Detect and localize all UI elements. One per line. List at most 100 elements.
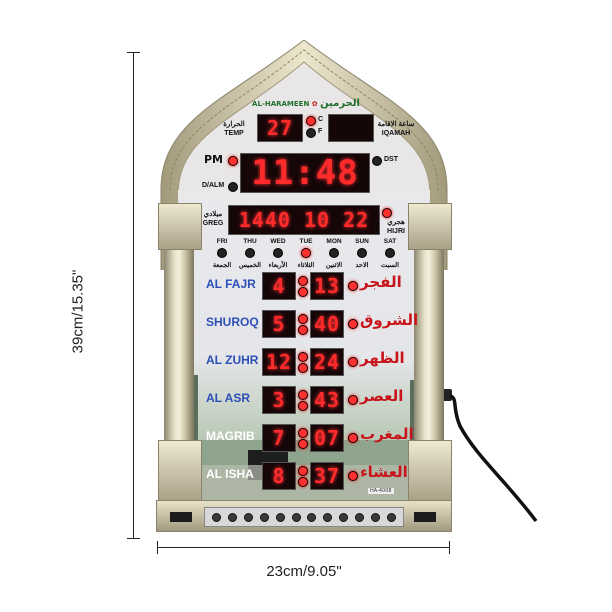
clock-body: AL-HARAMEEN ✿ الحرمين الحرارة TEMP 27 C … bbox=[156, 40, 452, 532]
iqamah-display bbox=[328, 114, 374, 142]
control-button[interactable] bbox=[228, 512, 238, 522]
colon-dot bbox=[298, 401, 308, 411]
prayer-minute: 43 bbox=[310, 386, 344, 414]
prayer-alarm-indicator bbox=[348, 357, 358, 367]
weekday-item: MON الاثنين bbox=[320, 238, 348, 269]
right-pillar-capital bbox=[408, 203, 452, 250]
weekday-item: TUE الثلاثاء bbox=[292, 238, 320, 269]
weekday-indicator bbox=[273, 248, 283, 258]
power-cable bbox=[438, 389, 538, 523]
control-button[interactable] bbox=[307, 512, 317, 522]
prayer-name-en: MAGRIB bbox=[206, 429, 255, 443]
greg-label-en: GREG bbox=[202, 220, 224, 227]
weekday-indicator bbox=[245, 248, 255, 258]
iqamah-label-en: IQAMAH bbox=[381, 130, 411, 137]
weekday-en: TUE bbox=[299, 238, 313, 245]
control-button[interactable] bbox=[291, 512, 301, 522]
prayer-name-en: AL ISHA bbox=[206, 467, 254, 481]
prayer-name-ar: الشروق bbox=[360, 311, 419, 329]
prayer-minute: 07 bbox=[310, 424, 344, 452]
prayer-row-shuroq: SHUROQ 5 40 الشروق bbox=[200, 308, 418, 346]
prayer-row-fajr: AL FAJR 4 13 الفجر bbox=[200, 270, 410, 308]
prayer-alarm-indicator bbox=[348, 433, 358, 443]
weekday-indicator bbox=[217, 248, 227, 258]
prayer-name-ar: الظهر bbox=[360, 349, 405, 367]
weekday-item: WED الأربعاء bbox=[264, 238, 292, 269]
weekday-item: SAT السبت bbox=[376, 238, 404, 269]
weekday-indicator bbox=[329, 248, 339, 258]
weekday-ar: الخميس bbox=[239, 262, 261, 269]
temp-display: 27 bbox=[257, 114, 303, 142]
colon-dot bbox=[298, 477, 308, 487]
hijri-indicator bbox=[382, 208, 392, 218]
celsius-indicator bbox=[306, 116, 316, 126]
colon-dot bbox=[298, 287, 308, 297]
prayer-row-zuhr: AL ZUHR 12 24 الظهر bbox=[200, 346, 410, 384]
prayer-hour: 3 bbox=[262, 386, 296, 414]
prayer-name-ar: المغرب bbox=[360, 425, 414, 443]
weekday-indicator-active bbox=[301, 248, 311, 258]
weekday-item: THU الخميس bbox=[236, 238, 264, 269]
prayer-name-ar: العصر bbox=[360, 387, 404, 405]
control-button[interactable] bbox=[244, 512, 254, 522]
pm-label: PM bbox=[204, 153, 224, 166]
control-button[interactable] bbox=[370, 512, 380, 522]
control-button[interactable] bbox=[212, 512, 222, 522]
brand-en: AL-HARAMEEN bbox=[252, 100, 310, 108]
prayer-row-asr: AL ASR 3 43 العصر bbox=[200, 384, 410, 422]
celsius-label: C bbox=[318, 116, 324, 123]
weekday-ar: الأربعاء bbox=[268, 262, 288, 269]
width-dimension-label: 23cm/9.05" bbox=[266, 563, 342, 580]
prayer-name-en: SHUROQ bbox=[206, 315, 259, 329]
weekday-en: WED bbox=[270, 238, 286, 245]
temp-label: الحرارة TEMP bbox=[214, 120, 254, 138]
colon-dot bbox=[298, 439, 308, 449]
control-button[interactable] bbox=[354, 512, 364, 522]
prayer-minute: 40 bbox=[310, 310, 344, 338]
control-button[interactable] bbox=[323, 512, 333, 522]
left-pillar-capital bbox=[158, 203, 202, 250]
colon-dot bbox=[298, 428, 308, 438]
button-strip bbox=[204, 507, 404, 527]
control-button[interactable] bbox=[386, 512, 396, 522]
height-dimension-tick-top bbox=[127, 52, 140, 53]
height-dimension-tick-bottom bbox=[127, 538, 140, 539]
greg-label-ar: ميلادي bbox=[203, 211, 223, 218]
temp-label-ar: الحرارة bbox=[223, 121, 245, 128]
colon-dot bbox=[298, 314, 308, 324]
hijri-label-ar: هجري bbox=[387, 219, 405, 226]
colon-dot bbox=[298, 466, 308, 476]
control-button[interactable] bbox=[275, 512, 285, 522]
control-button[interactable] bbox=[259, 512, 269, 522]
colon-dot bbox=[298, 363, 308, 373]
prayer-hour: 7 bbox=[262, 424, 296, 452]
weekday-row: FRI الجمعة THU الخميس WED الأربعاء TUE ا… bbox=[208, 238, 404, 269]
prayer-alarm-indicator bbox=[348, 471, 358, 481]
colon-dot bbox=[298, 390, 308, 400]
fahrenheit-label: F bbox=[318, 128, 323, 135]
weekday-ar: الاثنين bbox=[325, 262, 343, 269]
brand: AL-HARAMEEN ✿ الحرمين bbox=[251, 98, 361, 109]
prayer-name-ar: العشاء bbox=[360, 463, 408, 481]
prayer-hour: 5 bbox=[262, 310, 296, 338]
weekday-ar: الثلاثاء bbox=[297, 262, 315, 269]
prayer-alarm-indicator bbox=[348, 319, 358, 329]
prayer-minute: 13 bbox=[310, 272, 344, 300]
weekday-en: THU bbox=[243, 238, 257, 245]
prayer-hour: 12 bbox=[262, 348, 296, 376]
base-left-slot bbox=[170, 512, 192, 522]
dalm-label: D/ALM bbox=[202, 182, 225, 189]
width-dimension-line bbox=[157, 547, 450, 548]
prayer-name-en: AL ZUHR bbox=[206, 353, 259, 367]
prayer-name-en: AL ASR bbox=[206, 391, 251, 405]
prayer-minute: 24 bbox=[310, 348, 344, 376]
iqamah-label: ساعة الاقامة IQAMAH bbox=[374, 120, 418, 138]
weekday-ar: الاحد bbox=[355, 262, 369, 269]
weekday-en: SUN bbox=[355, 238, 369, 245]
prayer-hour: 8 bbox=[262, 462, 296, 490]
weekday-ar: السبت bbox=[381, 262, 399, 269]
control-button[interactable] bbox=[339, 512, 349, 522]
date-display: 1440 10 22 bbox=[228, 205, 380, 235]
temp-label-en: TEMP bbox=[224, 130, 244, 137]
prayer-hour: 4 bbox=[262, 272, 296, 300]
